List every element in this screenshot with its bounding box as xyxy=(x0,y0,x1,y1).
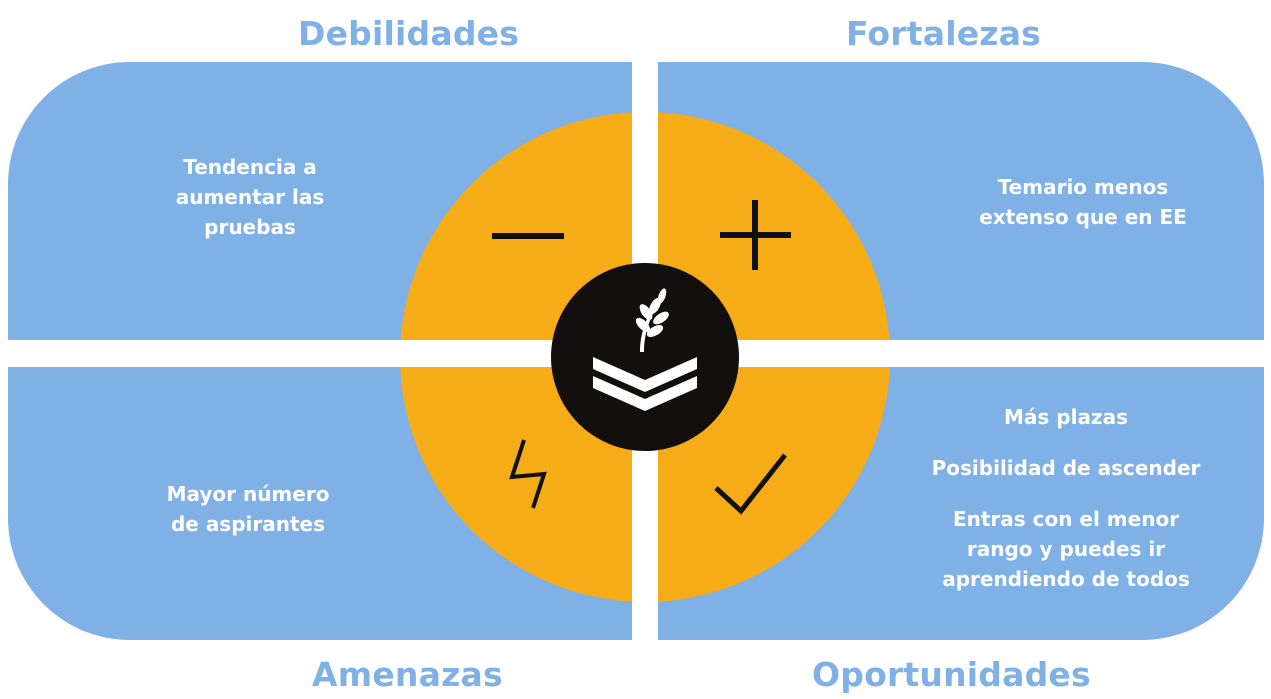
oportunidades-text: Más plazas Posibilidad de ascender Entra… xyxy=(920,402,1212,594)
oportunidades-item: Más plazas xyxy=(1004,405,1128,429)
debilidades-text: Tendencia a aumentar las pruebas xyxy=(120,152,380,242)
fortalezas-line: Temario menos xyxy=(997,175,1169,199)
plus-icon xyxy=(720,200,791,270)
chevron-rank-icon xyxy=(593,357,697,411)
heading-amenazas: Amenazas xyxy=(312,655,503,694)
heading-oportunidades: Oportunidades xyxy=(812,655,1091,694)
debilidades-line: Tendencia a xyxy=(183,155,317,179)
fortalezas-text: Temario menos extenso que en EE xyxy=(948,172,1218,232)
minus-icon xyxy=(492,233,564,239)
debilidades-line: aumentar las xyxy=(175,185,325,209)
heading-debilidades: Debilidades xyxy=(298,14,520,53)
amenazas-line: Mayor número xyxy=(166,482,330,506)
lightning-icon xyxy=(509,439,547,509)
heading-fortalezas: Fortalezas xyxy=(846,14,1042,53)
wheat-icon xyxy=(635,288,669,352)
oportunidades-item: Posibilidad de ascender xyxy=(931,456,1201,480)
center-logo xyxy=(551,263,739,451)
oportunidades-item: Entras con el menor xyxy=(952,507,1180,531)
amenazas-line: de aspirantes xyxy=(170,512,326,536)
oportunidades-item: aprendiendo de todos xyxy=(942,567,1190,591)
amenazas-text: Mayor número de aspirantes xyxy=(118,479,378,539)
fortalezas-line: extenso que en EE xyxy=(979,205,1187,229)
checkmark-icon xyxy=(714,453,787,515)
debilidades-line: pruebas xyxy=(204,215,296,239)
oportunidades-item: rango y puedes ir xyxy=(966,537,1166,561)
